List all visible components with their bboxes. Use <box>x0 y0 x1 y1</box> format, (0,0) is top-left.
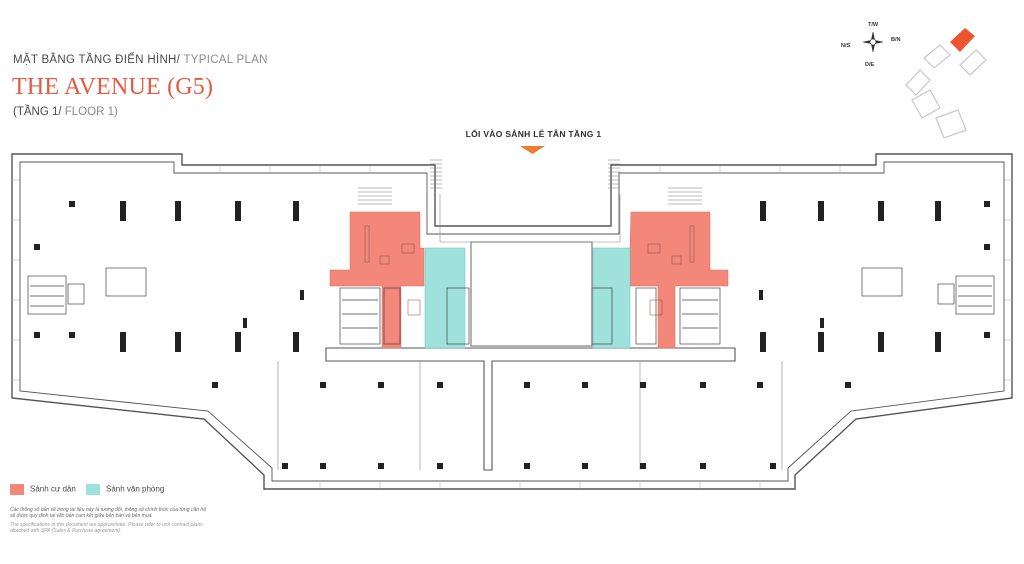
key-plan-highlight <box>950 28 975 52</box>
floor-en: FLOOR 1) <box>61 106 118 118</box>
compass-west-label: N/S <box>841 43 851 49</box>
key-plan <box>905 44 987 139</box>
resident-lobby-right <box>629 211 729 349</box>
facade-mullions <box>12 165 1012 489</box>
legend-swatch-office <box>86 484 100 495</box>
floor-label: (TẦNG 1/ FLOOR 1) <box>13 106 118 118</box>
compass: T/W D/E N/S B/N <box>835 16 915 72</box>
disclaimer-en: The specifications in this document are … <box>10 522 203 534</box>
side-cores <box>27 267 995 315</box>
core-elevators <box>339 287 721 345</box>
compass-south-label: D/E <box>865 62 875 68</box>
lobby-side-walls <box>439 194 621 243</box>
lobby-furniture <box>364 225 695 316</box>
resident-lobby-left <box>329 211 425 349</box>
compass-north-label: T/W <box>868 22 879 28</box>
central-corridor <box>325 347 736 471</box>
plan-kicker: MẶT BẰNG TẦNG ĐIỂN HÌNH/ TYPICAL PLAN <box>13 54 268 66</box>
entrance-arrow <box>520 146 545 154</box>
page-title: THE AVENUE (G5) <box>12 74 214 100</box>
building-outline <box>11 153 1013 490</box>
legend-label-resident: Sảnh cư dân <box>30 484 76 494</box>
retail-partitions <box>277 361 783 470</box>
legend-item-resident: Sảnh cư dân <box>10 484 76 495</box>
entrance-label: LỐI VÀO SẢNH LỄ TÂN TẦNG 1 <box>465 129 602 139</box>
kicker-en: TYPICAL PLAN <box>180 54 268 66</box>
structural-columns <box>34 201 990 469</box>
inner-wall <box>19 161 1005 482</box>
office-lobby-right <box>592 247 631 349</box>
kicker-vi: MẶT BẰNG TẦNG ĐIỂN HÌNH/ <box>13 54 181 66</box>
legend-item-office: Sảnh văn phòng <box>86 484 164 495</box>
floor-vi: (TẦNG 1/ <box>13 106 62 118</box>
disclaimer-notes: Các thông số bản vẽ trong tài liệu này l… <box>10 507 210 537</box>
legend-swatch-resident <box>10 484 24 495</box>
legend-label-office: Sảnh văn phòng <box>106 484 165 494</box>
office-lobby-left <box>424 247 466 349</box>
compass-east-label: B/N <box>891 37 901 43</box>
entrance-stairs <box>358 159 702 205</box>
disclaimer-vi: Các thông số bản vẽ trong tài liệu này l… <box>10 507 206 519</box>
central-lobby <box>470 241 593 347</box>
compass-rose <box>862 31 884 53</box>
